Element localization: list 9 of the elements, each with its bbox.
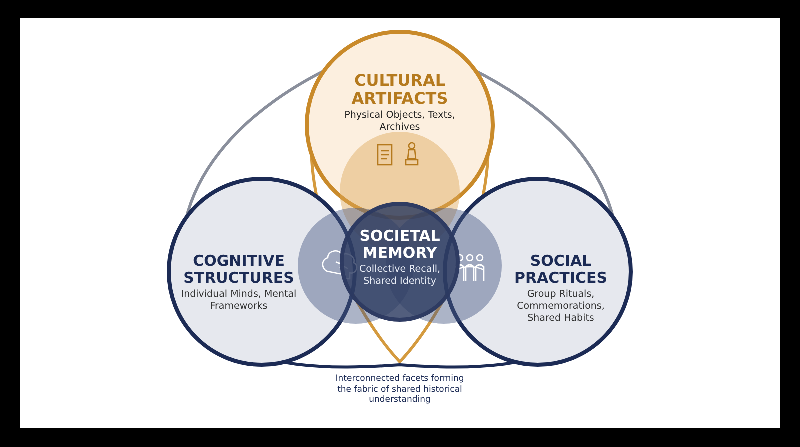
note-text: Interconnected facets forming the fabric of shared historical understanding <box>335 374 465 406</box>
circle-description: Collective Recall, Shared Identity <box>358 264 442 288</box>
circle-description: Physical Objects, Texts, Archives <box>344 110 456 134</box>
circle-title: SOCIAL PRACTICES <box>513 253 609 286</box>
circle-title: CULTURAL ARTIFACTS <box>350 72 450 108</box>
circle-title: COGNITIVE STRUCTURES <box>182 253 296 286</box>
circle-title: SOCIETAL MEMORY <box>358 228 442 261</box>
circle-description: Individual Minds, Mental Frameworks <box>180 289 298 313</box>
circle-description: Group Rituals, Commemorations, Shared Habits <box>516 289 606 325</box>
